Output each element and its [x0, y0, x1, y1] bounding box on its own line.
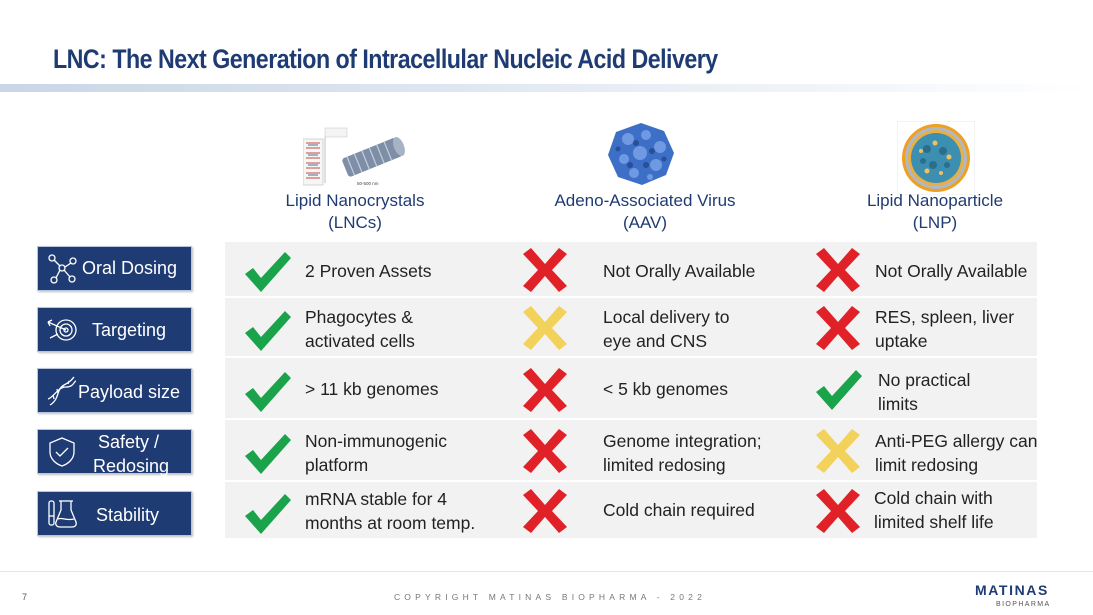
- cell-text-line: > 11 kb genomes: [305, 379, 439, 399]
- row-divider: [225, 296, 1037, 298]
- category-label: Targeting: [92, 320, 167, 340]
- column-heading-line2: (LNP): [912, 213, 958, 232]
- category-label-line2: Redosing: [93, 456, 170, 476]
- cell-text-line: Not Orally Available: [603, 261, 756, 281]
- cell-text-line: Local delivery to: [603, 307, 730, 327]
- category-targeting: Targeting: [37, 307, 192, 352]
- column-heading-line1: Lipid Nanocrystals: [285, 191, 425, 210]
- category-stability: Stability: [37, 491, 192, 536]
- column-heading-lnp: Lipid Nanoparticle (LNP): [830, 190, 1040, 234]
- cell-text-line: < 5 kb genomes: [603, 379, 729, 399]
- lipid-nanocrystal-illustration: 50-500 nm: [302, 125, 408, 187]
- row-band: [225, 242, 1037, 538]
- column-heading-lnc: Lipid Nanocrystals (LNCs): [255, 190, 455, 234]
- cell-text: > 11 kb genomes: [305, 377, 438, 401]
- flask-icon: [46, 498, 78, 535]
- cell-text-line: No practical: [878, 370, 971, 390]
- check-icon: [816, 370, 862, 410]
- company-logo-subtitle: BIOPHARMA: [996, 601, 1051, 608]
- category-oral-dosing: Oral Dosing: [37, 246, 192, 291]
- cell-text: Not Orally Available: [603, 259, 755, 283]
- column-heading-line2: (LNCs): [328, 213, 382, 232]
- cell-text-line: platform: [305, 455, 369, 475]
- column-heading-aav: Adeno-Associated Virus (AAV): [530, 190, 760, 234]
- aav-virus-illustration: [606, 121, 676, 187]
- cell-text-line: RES, spleen, liver: [875, 307, 1015, 327]
- cell-text: Anti-PEG allergy can limit redosing: [875, 429, 1037, 477]
- row-divider: [225, 356, 1037, 358]
- cell-text: Not Orally Available: [875, 259, 1027, 283]
- title-underline: [0, 84, 1093, 92]
- row-divider: [225, 480, 1037, 482]
- illustration-caption: 50-500 nm: [357, 181, 379, 186]
- column-heading-line1: Lipid Nanoparticle: [866, 191, 1004, 210]
- cell-text-line: Not Orally Available: [875, 261, 1028, 281]
- page-number: 7: [22, 592, 28, 602]
- cell-text: < 5 kb genomes: [603, 377, 728, 401]
- category-label: Oral Dosing: [82, 258, 178, 278]
- cross-icon: [523, 248, 567, 292]
- check-icon: [245, 311, 291, 351]
- cross-icon: [816, 489, 860, 533]
- shield-check-icon: [46, 436, 78, 473]
- check-icon: [245, 434, 291, 474]
- cell-text-line: months at room temp.: [305, 513, 476, 533]
- cell-text-line: 2 Proven Assets: [305, 261, 432, 281]
- column-heading-line1: Adeno-Associated Virus: [554, 191, 736, 210]
- category-payload-size: Payload size: [37, 368, 192, 413]
- company-logo: MATINAS: [975, 582, 1049, 598]
- row-divider: [225, 418, 1037, 420]
- check-icon: [245, 252, 291, 292]
- check-icon: [245, 372, 291, 412]
- cell-text-line: Non-immunogenic: [305, 431, 448, 451]
- category-label: Payload size: [78, 382, 181, 402]
- partial-cross-icon: [523, 306, 567, 350]
- cell-text: RES, spleen, liver uptake: [875, 305, 1014, 353]
- copyright-notice: COPYRIGHT MATINAS BIOPHARMA - 2022: [393, 592, 707, 602]
- column-heading-line2: (AAV): [622, 213, 668, 232]
- cell-text-line: limits: [878, 394, 918, 414]
- cell-text-line: Cold chain with: [874, 488, 993, 508]
- cross-icon: [816, 248, 860, 292]
- dna-helix-icon: [46, 375, 78, 412]
- cell-text: Cold chain with limited shelf life: [874, 486, 994, 534]
- cell-text: Phagocytes & activated cells: [305, 305, 415, 353]
- cell-text-line: limit redosing: [875, 455, 979, 475]
- cell-text: Genome integration; limited redosing: [603, 429, 762, 477]
- cell-text-line: activated cells: [305, 331, 415, 351]
- lipid-nanoparticle-illustration: [896, 120, 976, 196]
- cell-text-line: Phagocytes &: [305, 307, 413, 327]
- cell-text: mRNA stable for 4 months at room temp.: [305, 487, 475, 535]
- cell-text-line: limited redosing: [603, 455, 726, 475]
- category-label: Stability: [96, 505, 160, 525]
- check-icon: [245, 494, 291, 534]
- molecule-network-icon: [46, 253, 78, 290]
- cell-text-line: eye and CNS: [603, 331, 708, 351]
- cross-icon: [523, 429, 567, 473]
- cell-text-line: mRNA stable for 4: [305, 489, 447, 509]
- cell-text: No practical limits: [878, 368, 970, 416]
- footer-divider: [0, 571, 1093, 572]
- cell-text-line: Anti-PEG allergy can: [875, 431, 1038, 451]
- cross-icon: [816, 306, 860, 350]
- target-arrow-icon: [46, 314, 78, 351]
- cell-text: Cold chain required: [603, 498, 755, 522]
- cell-text-line: Cold chain required: [603, 500, 755, 520]
- cell-text-line: limited shelf life: [874, 512, 994, 532]
- cross-icon: [523, 368, 567, 412]
- cell-text: Non-immunogenic platform: [305, 429, 447, 477]
- cell-text: 2 Proven Assets: [305, 259, 431, 283]
- cross-icon: [523, 489, 567, 533]
- partial-cross-icon: [816, 429, 860, 473]
- cell-text: Local delivery to eye and CNS: [603, 305, 729, 353]
- cell-text-line: Genome integration;: [603, 431, 762, 451]
- category-label-line1: Safety /: [98, 432, 160, 452]
- page-title: LNC: The Next Generation of Intracellula…: [53, 44, 718, 74]
- cell-text-line: uptake: [875, 331, 928, 351]
- category-safety-redosing: Safety / Redosing: [37, 429, 192, 476]
